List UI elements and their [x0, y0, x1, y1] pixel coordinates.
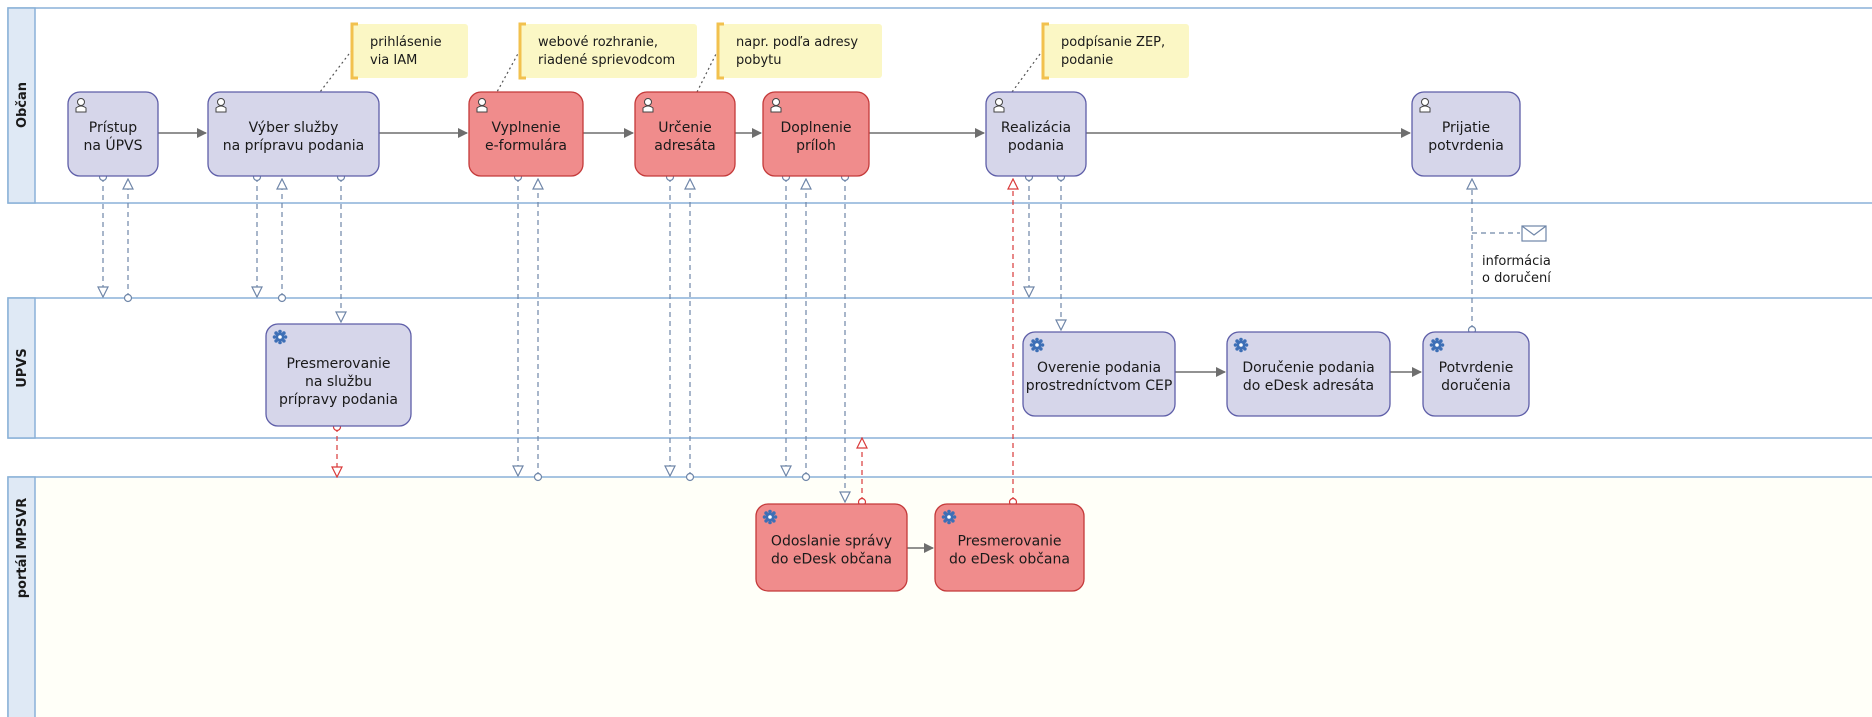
- task-box: [1022, 331, 1176, 417]
- task-label-line: adresáta: [654, 138, 715, 154]
- message-label-line-2: o doručení: [1482, 271, 1551, 286]
- task-label-line: Výber služby: [249, 120, 339, 136]
- annotation-iam-line-1: prihlásenie: [370, 35, 442, 50]
- task-box: [468, 91, 584, 177]
- user-task-icon: [215, 98, 227, 113]
- task-box: [934, 503, 1085, 592]
- task-box: [755, 503, 908, 592]
- task-vyber[interactable]: Výber služby na prípravu podania: [207, 91, 380, 177]
- lane-label-upvs: UPVS: [15, 348, 30, 388]
- task-box: [634, 91, 736, 177]
- user-task-icon: [1419, 98, 1431, 113]
- task-box: [265, 323, 412, 427]
- annotation-connectors: [319, 49, 1044, 93]
- task-prijatie[interactable]: Prijatie potvrdenia: [1411, 91, 1521, 177]
- service-task-gear-icon: [1233, 337, 1249, 353]
- annotation-adresa-line-1: napr. podľa adresy: [736, 35, 858, 50]
- task-vyplnenie[interactable]: Vyplnenie e-formulára: [468, 91, 584, 177]
- annotation-iam-line-2: via IAM: [370, 53, 417, 68]
- task-realizacia[interactable]: Realizácia podania: [985, 91, 1087, 177]
- annotation-zep-line-1: podpísanie ZEP,: [1061, 35, 1165, 50]
- sequence-flows: [158, 128, 1422, 553]
- task-label-line: do eDesk občana: [771, 552, 892, 568]
- task-label-line: Určenie: [658, 120, 711, 136]
- task-label-line: Realizácia: [1001, 120, 1071, 136]
- task-presmerovanie-edesk[interactable]: Presmerovanie do eDesk občana: [934, 503, 1085, 592]
- service-task-gear-icon: [1029, 337, 1045, 353]
- task-odoslanie[interactable]: Odoslanie správy do eDesk občana: [755, 503, 908, 592]
- annotation-web-line-1: webové rozhranie,: [538, 35, 658, 50]
- service-task-gear-icon: [272, 329, 288, 345]
- task-label-line: Presmerovanie: [957, 534, 1061, 550]
- lane-label-portal: portál MPSVR: [15, 498, 30, 599]
- task-label-line: prípravy podania: [279, 392, 398, 408]
- task-label-line: e-formulára: [485, 138, 567, 154]
- task-label-line: do eDesk adresáta: [1243, 378, 1374, 394]
- message-envelope-icon: [1521, 225, 1547, 242]
- task-label-line: na ÚPVS: [83, 136, 142, 154]
- user-task-icon: [993, 98, 1005, 113]
- task-dorucenie[interactable]: Doručenie podania do eDesk adresáta: [1226, 331, 1391, 417]
- task-label-line: Potvrdenie: [1439, 360, 1514, 376]
- service-task-gear-icon: [941, 509, 957, 525]
- task-label-line: na službu: [305, 374, 372, 390]
- message-flows-red: [337, 179, 1013, 502]
- task-box: [67, 91, 159, 177]
- user-task-icon: [642, 98, 654, 113]
- task-label-line: na prípravu podania: [223, 138, 365, 154]
- task-box: [1411, 91, 1521, 177]
- task-label-line: potvrdenia: [1428, 138, 1504, 154]
- task-label-line: Vyplnenie: [491, 120, 560, 136]
- task-urcenie[interactable]: Určenie adresáta: [634, 91, 736, 177]
- task-label-line: Overenie podania: [1037, 360, 1161, 376]
- annotation-adresa-line-2: pobytu: [736, 53, 782, 68]
- service-task-gear-icon: [762, 509, 778, 525]
- user-task-icon: [75, 98, 87, 113]
- task-label-line: Presmerovanie: [286, 356, 390, 372]
- task-label-line: Odoslanie správy: [771, 534, 892, 550]
- task-label-line: Doručenie podania: [1242, 360, 1374, 376]
- annotation-zep: podpísanie ZEP, podanie: [1041, 22, 1189, 80]
- task-label-line: Prijatie: [1442, 120, 1490, 136]
- task-doplnenie[interactable]: Doplnenie príloh: [762, 91, 870, 177]
- task-label-line: doručenia: [1441, 378, 1511, 394]
- task-label-line: príloh: [796, 138, 836, 154]
- task-potvrdenie[interactable]: Potvrdenie doručenia: [1422, 331, 1530, 417]
- annotation-adresa: napr. podľa adresy pobytu: [716, 22, 882, 80]
- user-task-icon: [770, 98, 782, 113]
- task-label-line: prostredníctvom CEP: [1026, 378, 1173, 394]
- annotation-web-line-2: riadené sprievodcom: [538, 53, 675, 68]
- task-box: [1422, 331, 1530, 417]
- user-task-icon: [476, 98, 488, 113]
- task-label-line: Prístup: [89, 120, 137, 136]
- message-flows: [103, 177, 1520, 502]
- task-label-line: Doplnenie: [781, 120, 852, 136]
- lane-label-obcan: Občan: [15, 82, 30, 128]
- task-box: [1226, 331, 1391, 417]
- task-box: [985, 91, 1087, 177]
- task-label-line: do eDesk občana: [949, 552, 1070, 568]
- task-overenie[interactable]: Overenie podania prostredníctvom CEP: [1022, 331, 1176, 417]
- task-box: [762, 91, 870, 177]
- task-box: [207, 91, 380, 177]
- service-task-gear-icon: [1429, 337, 1445, 353]
- annotation-web: webové rozhranie, riadené sprievodcom: [518, 22, 697, 80]
- annotation-iam: prihlásenie via IAM: [350, 22, 468, 80]
- task-presmerovanie-sluzba[interactable]: Presmerovanie na službu prípravy podania: [265, 323, 412, 427]
- task-label-line: podania: [1008, 138, 1064, 154]
- annotation-zep-line-2: podanie: [1061, 53, 1113, 68]
- message-label-line-1: informácia: [1482, 254, 1551, 269]
